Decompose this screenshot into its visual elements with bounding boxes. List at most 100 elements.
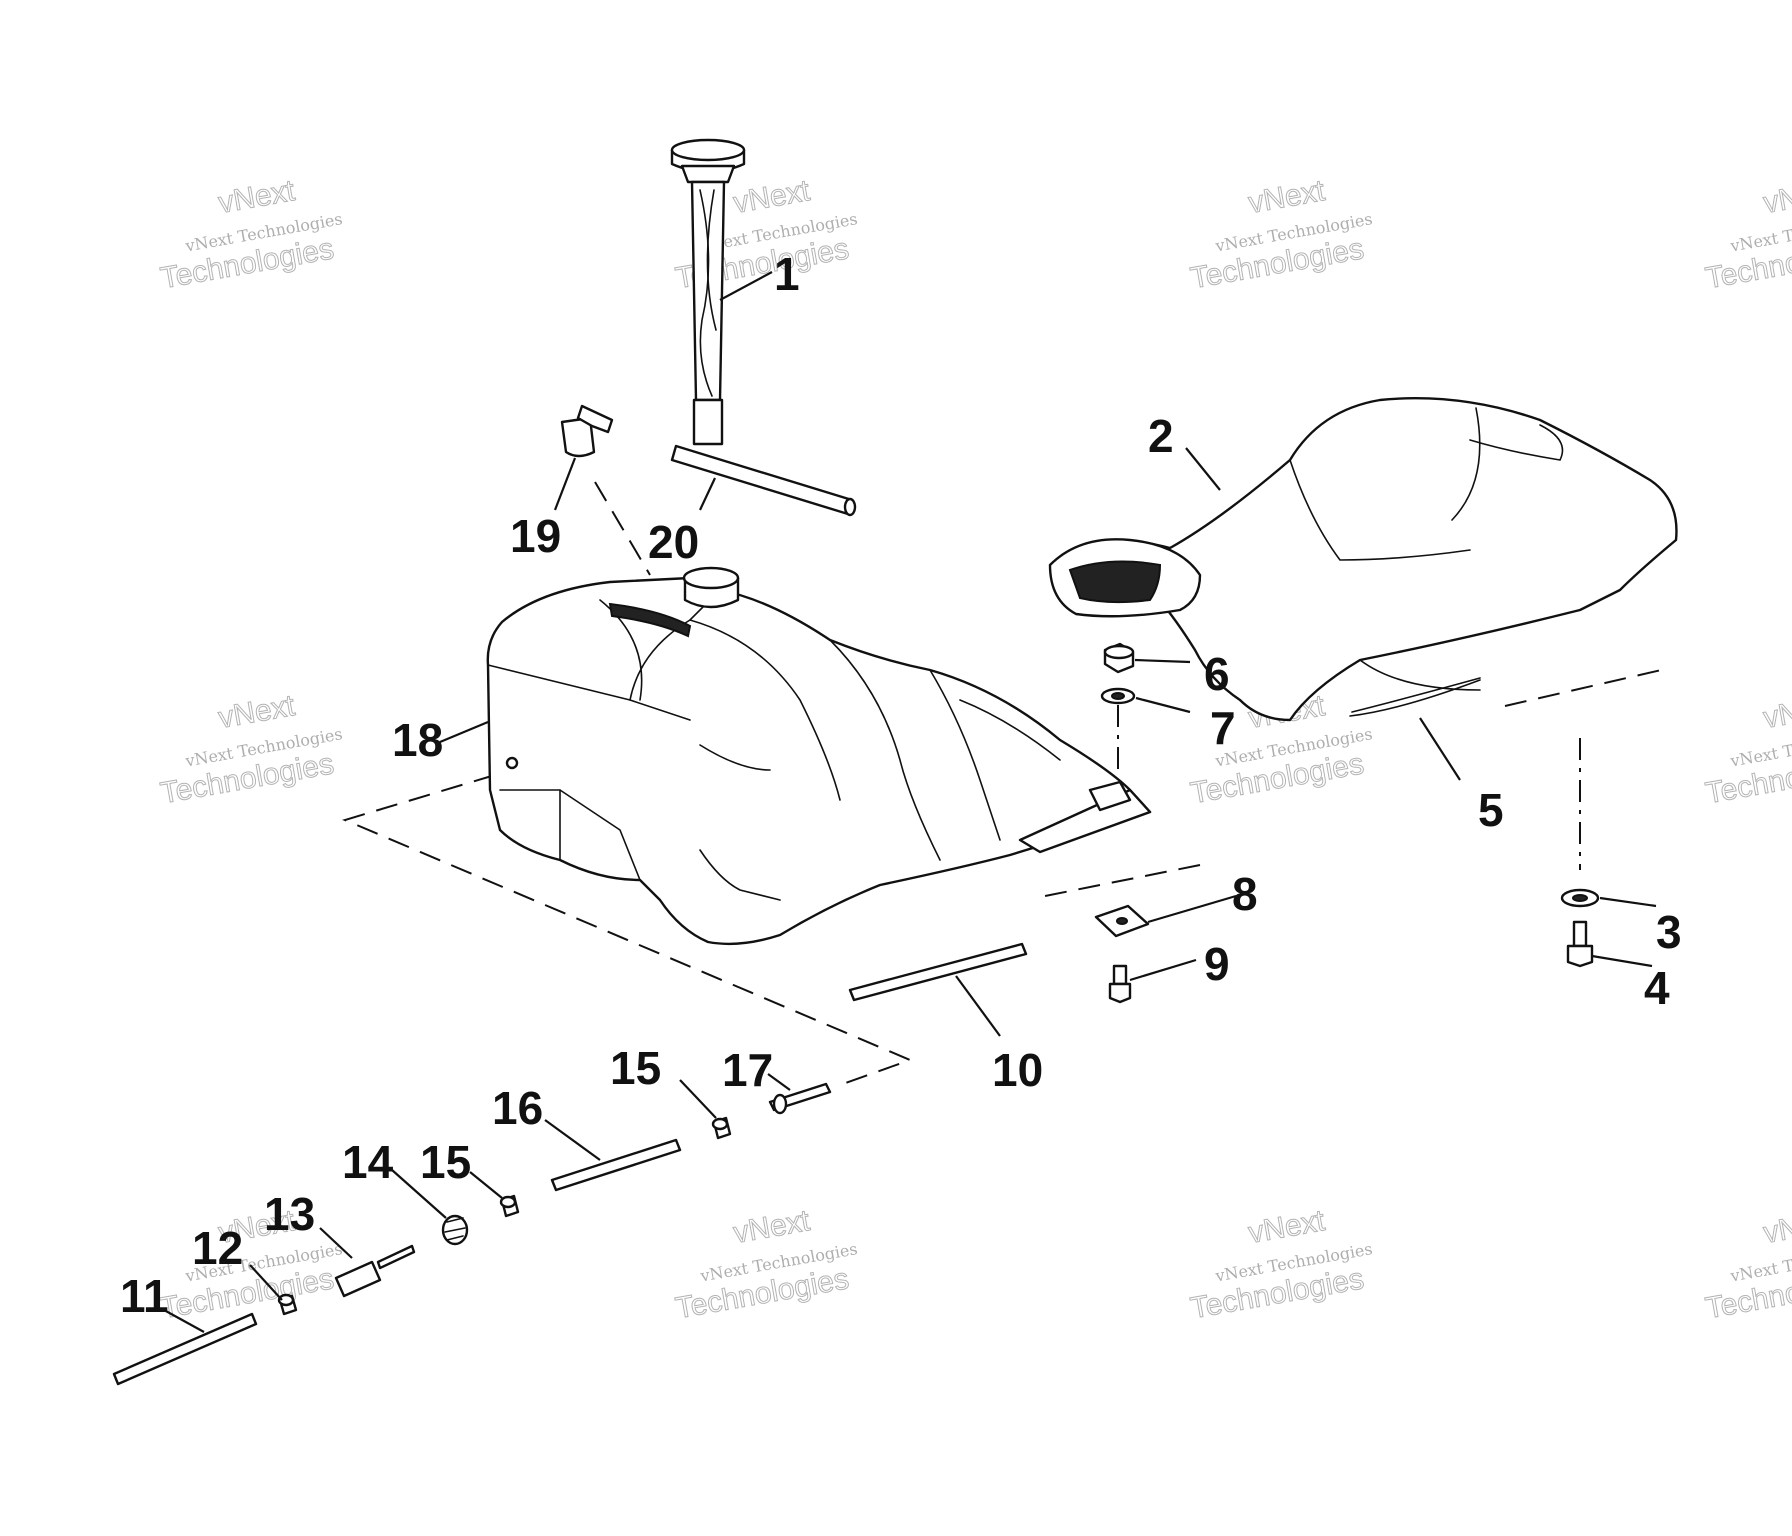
tank-bottom-contour (699, 849, 781, 901)
watermark-line1: vNext (731, 174, 813, 220)
bolt-head (1566, 944, 1594, 968)
part-5-seat-base (1349, 679, 1481, 717)
callout-3: 3 (1656, 906, 1682, 958)
seat-rear-panel (1469, 424, 1564, 461)
seat-pocket-interior (1068, 560, 1162, 604)
watermark-line1: vNext (1246, 174, 1328, 220)
tank-mid-contour (829, 639, 941, 861)
part-11-hose (112, 1312, 258, 1386)
callout-9: 9 (1204, 938, 1230, 990)
part-4-bolt (1566, 920, 1594, 968)
leader-9 (1129, 958, 1197, 982)
watermark-tile-1: vNext vNext Technologies Technologies (158, 174, 344, 296)
seat-rear-phantom-line (1504, 667, 1671, 707)
watermark-tile-9: vNext vNext Technologies Technologies (158, 1204, 344, 1326)
callout-7: 7 (1210, 702, 1236, 754)
grommet-ribs (444, 1217, 466, 1241)
leader-7 (1135, 696, 1191, 714)
part-7-washer (1100, 687, 1136, 705)
callout-10: 10 (992, 1044, 1043, 1096)
part-18-fuel-tank (486, 566, 1152, 946)
sender-float (692, 398, 724, 446)
callout-13: 13 (264, 1188, 315, 1240)
tank-outline (486, 576, 1152, 946)
leader-12 (249, 1264, 283, 1301)
part-16-hose (550, 1138, 682, 1192)
watermark-line1: vNext (1761, 1204, 1792, 1250)
seat-side-seam (1451, 407, 1481, 521)
tank-mounting-tab (1018, 788, 1152, 854)
tank-side-line (699, 744, 771, 771)
watermark-tile-5: vNext vNext Technologies Technologies (158, 689, 344, 811)
part-14-grommet (441, 1214, 469, 1246)
leader-5 (1419, 717, 1461, 781)
leader-10 (955, 975, 1001, 1037)
callout-2: 2 (1148, 410, 1174, 462)
leader-17 (767, 1073, 791, 1091)
seat-strap-line (1349, 679, 1481, 717)
callout-18: 18 (392, 714, 443, 766)
filler-cap-top (670, 138, 746, 162)
callout-labels: 1 2 3 4 5 6 7 8 9 10 11 12 13 14 15 15 1… (120, 248, 1682, 1322)
watermark-line1: vNext (216, 689, 298, 735)
leader-20 (699, 477, 716, 511)
watermark-tile-3: vNext vNext Technologies Technologies (1188, 174, 1374, 296)
watermark-tile-11: vNext vNext Technologies Technologies (1188, 1204, 1374, 1326)
part-6-nut (1103, 642, 1135, 674)
part-17-fitting (768, 1082, 832, 1115)
tank-tab-block (1088, 780, 1132, 812)
tank-upper-contour (629, 589, 721, 701)
callout-5: 5 (1478, 784, 1504, 836)
valve-stem (376, 1244, 416, 1270)
hose-body (112, 1312, 258, 1386)
tank-lower-pocket (499, 789, 641, 881)
washer-hole (1572, 894, 1588, 902)
washer-hole (1111, 692, 1125, 700)
watermark-tile-8: vNext vNext Technologies Technologies (1703, 689, 1792, 811)
tank-filler-opening (682, 566, 740, 590)
leader-16 (544, 1119, 601, 1161)
callout-15-lower: 15 (420, 1136, 471, 1188)
callout-20: 20 (648, 516, 699, 568)
part-19-vent-fitting (560, 404, 614, 458)
leader-3 (1599, 896, 1657, 908)
strip-body (848, 942, 1028, 1002)
callout-17: 17 (722, 1044, 773, 1096)
watermark-line1: vNext (1761, 174, 1792, 220)
part-15-clamp-lower (499, 1194, 520, 1218)
watermark-tile-10: vNext vNext Technologies Technologies (673, 1204, 859, 1326)
leader-19 (553, 457, 577, 511)
fitting-phantom-line (594, 481, 651, 576)
assembly-lines (342, 481, 1671, 1086)
fitting-elbow (576, 404, 614, 434)
watermark-line1: vNext (216, 174, 298, 220)
tank-base-phantom-line (342, 774, 913, 1086)
leader-4 (1591, 954, 1653, 968)
tank-rear-ridge (959, 699, 1061, 761)
valve-body (334, 1260, 382, 1298)
callout-4: 4 (1644, 962, 1670, 1014)
hose-body (550, 1138, 682, 1192)
fitting-body (560, 416, 596, 458)
fitting-barb (772, 1093, 788, 1115)
seat-stitch-line (1289, 459, 1471, 561)
bolt-shank (1112, 964, 1128, 986)
leader-13 (319, 1227, 353, 1259)
nut-top (1103, 644, 1135, 660)
watermark-line1: vNext (731, 1204, 813, 1250)
part-8-plate (1094, 904, 1150, 938)
part-13-valve (334, 1244, 416, 1298)
watermark-tile-12: vNext vNext Technologies Technologies (1703, 1204, 1792, 1326)
sender-tube (690, 180, 726, 402)
sender-float-rod (699, 189, 713, 397)
part-9-bolt (1108, 964, 1132, 1004)
callout-6: 6 (1204, 648, 1230, 700)
tank-right-contour (929, 669, 1001, 841)
leader-14 (391, 1169, 447, 1219)
seat-base (1351, 677, 1481, 713)
leader-15-lower (469, 1171, 503, 1199)
clamp-top (277, 1293, 295, 1307)
callout-19: 19 (510, 510, 561, 562)
leader-8 (1147, 894, 1237, 924)
